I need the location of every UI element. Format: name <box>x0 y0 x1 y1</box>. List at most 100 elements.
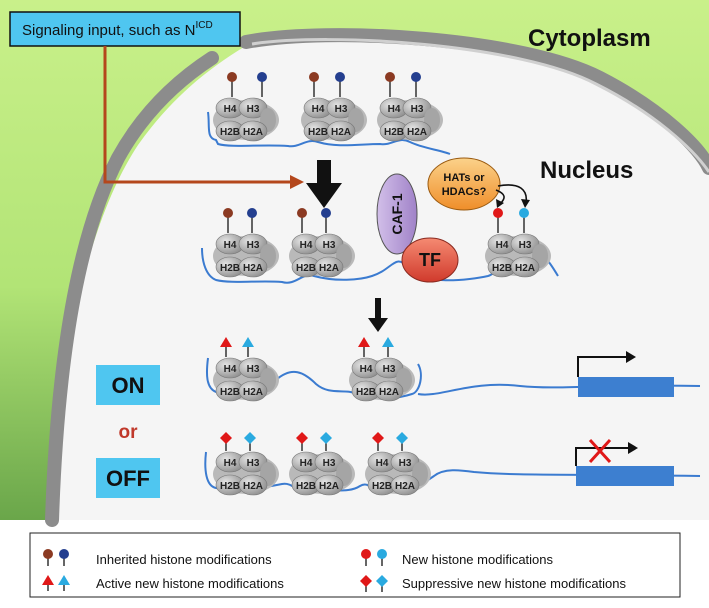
nuclear-envelope-highlight <box>251 38 709 173</box>
legend-item-active: Active new histone modifications <box>42 575 284 591</box>
svg-text:H3: H3 <box>247 104 260 115</box>
new-pin-icon <box>361 549 387 566</box>
row1-nucleosomes: H4 H3 H2B H2A H4 H3 H2B H2A H4 H3 H2B H2… <box>212 72 444 142</box>
svg-text:H2B: H2B <box>296 263 316 274</box>
svg-text:H2A: H2A <box>243 481 263 492</box>
svg-text:H4: H4 <box>312 104 325 115</box>
tf-label: TF <box>419 250 441 270</box>
nucleosome: H4 H3 H2B H2A <box>288 432 356 496</box>
svg-text:H4: H4 <box>224 458 237 469</box>
svg-text:H2A: H2A <box>379 387 399 398</box>
inherited-pin-icon <box>247 208 257 218</box>
new-pin-icon <box>493 208 503 218</box>
svg-text:H2B: H2B <box>384 127 404 138</box>
caf1-label: CAF-1 <box>389 193 405 234</box>
hats-label-line2: HDACs? <box>442 186 487 198</box>
on-label: ON <box>112 373 145 398</box>
suppressive-diamond-icon <box>296 432 308 444</box>
legend: Inherited histone modifications Active n… <box>29 532 681 598</box>
inherited-pin-icon <box>43 549 69 566</box>
hats-hdacs-bubble: HATs or HDACs? <box>427 157 501 211</box>
off-state-box: OFF <box>96 458 160 498</box>
svg-text:H4: H4 <box>300 240 313 251</box>
hats-modification-arrows <box>495 184 530 208</box>
establishment-down-arrow <box>368 298 388 332</box>
svg-text:H3: H3 <box>323 240 336 251</box>
suppressive-diamond-icon <box>372 432 384 444</box>
svg-text:H3: H3 <box>383 364 396 375</box>
inherited-pin-icon <box>335 72 345 82</box>
inherited-pin-icon <box>411 72 421 82</box>
row2-nucleosomes: H4 H3 H2B H2A H4 H3 H2B H2A H4 H3 H2B H2… <box>212 208 552 278</box>
active-triangle-icon <box>358 337 370 347</box>
on-row-nucleosomes: H4 H3 H2B H2A H4 H3 H2B H2A <box>212 337 416 402</box>
svg-text:H2A: H2A <box>243 127 263 138</box>
svg-text:H4: H4 <box>300 458 313 469</box>
nucleosome: H4 H3 H2B H2A <box>364 432 432 496</box>
svg-text:H2B: H2B <box>308 127 328 138</box>
suppressive-diamond-icon <box>244 432 256 444</box>
legend-active-label: Active new histone modifications <box>96 576 284 591</box>
nucleosome: H4 H3 H2B H2A <box>212 72 280 142</box>
nucleus-region <box>52 36 709 521</box>
signal-arrow <box>103 46 304 189</box>
signaling-input-label: Signaling input, such as N <box>22 22 195 39</box>
caf1-complex: CAF-1 <box>376 173 418 255</box>
svg-text:H2A: H2A <box>515 263 535 274</box>
row1-dna-strand <box>207 111 451 155</box>
svg-text:H3: H3 <box>335 104 348 115</box>
svg-text:H2A: H2A <box>243 387 263 398</box>
transcription-factor: TF <box>401 237 459 283</box>
inherited-pin-icon <box>227 72 237 82</box>
nucleus-label: Nucleus <box>540 157 633 184</box>
nucleosome: H4 H3 H2B H2A <box>484 208 552 278</box>
cytoplasm-label: Cytoplasm <box>528 25 651 52</box>
suppressive-diamond-icon <box>320 432 332 444</box>
nucleosome: H4 H3 H2B H2A <box>212 337 280 402</box>
svg-text:H3: H3 <box>247 240 260 251</box>
legend-item-new: New histone modifications <box>361 549 554 567</box>
off-gene <box>575 438 674 486</box>
svg-text:H4: H4 <box>388 104 401 115</box>
inherited-pin-icon <box>257 72 267 82</box>
nucleosome: H4 H3 H2B H2A <box>300 72 368 142</box>
nuclear-envelope-upper <box>239 28 709 175</box>
svg-text:H4: H4 <box>360 364 373 375</box>
transcription-arrow-icon <box>575 442 638 466</box>
inherited-pin-icon <box>223 208 233 218</box>
nucleosome: H4 H3 H2B H2A <box>376 72 444 142</box>
active-triangle-icon <box>42 575 70 591</box>
inherited-pin-icon <box>309 72 319 82</box>
svg-text:H2B: H2B <box>372 481 392 492</box>
inherited-pin-icon <box>297 208 307 218</box>
active-triangle-icon <box>382 337 394 347</box>
svg-text:H3: H3 <box>323 458 336 469</box>
svg-text:H2A: H2A <box>331 127 351 138</box>
svg-text:Signaling input, such as NICD: Signaling input, such as NICD <box>22 20 213 39</box>
svg-text:H2B: H2B <box>296 481 316 492</box>
legend-new-label: New histone modifications <box>402 552 554 567</box>
svg-text:H2B: H2B <box>220 481 240 492</box>
svg-text:H2A: H2A <box>319 481 339 492</box>
replication-down-arrow <box>306 160 342 208</box>
svg-text:H4: H4 <box>496 240 509 251</box>
nuclear-envelope-left <box>45 51 219 527</box>
on-gene <box>577 351 674 397</box>
svg-text:H3: H3 <box>247 364 260 375</box>
svg-text:H2A: H2A <box>407 127 427 138</box>
suppressive-diamond-icon <box>220 432 232 444</box>
signaling-input-superscript: ICD <box>195 20 212 31</box>
svg-text:H2A: H2A <box>243 263 263 274</box>
nucleosome: H4 H3 H2B H2A <box>348 337 416 402</box>
inherited-pin-icon <box>385 72 395 82</box>
legend-item-suppressive: Suppressive new histone modifications <box>360 575 627 592</box>
svg-text:H2B: H2B <box>356 387 376 398</box>
legend-inherited-label: Inherited histone modifications <box>96 552 272 567</box>
svg-text:H3: H3 <box>247 458 260 469</box>
svg-text:H2B: H2B <box>492 263 512 274</box>
new-pin-icon <box>519 208 529 218</box>
svg-text:H2B: H2B <box>220 127 240 138</box>
svg-text:H3: H3 <box>399 458 412 469</box>
nucleosome: H4 H3 H2B H2A <box>212 432 280 496</box>
transcription-arrow-icon <box>577 351 636 377</box>
